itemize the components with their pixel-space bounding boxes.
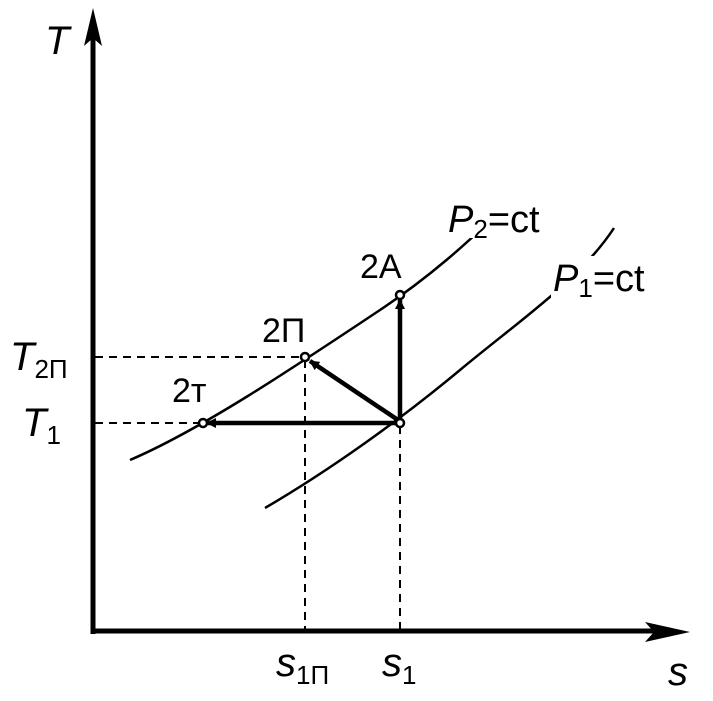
- point-1: [394, 417, 406, 429]
- point-2a: [394, 289, 406, 301]
- p2-label-bg: [446, 196, 558, 238]
- label-p1: P1=ct: [553, 258, 645, 303]
- point-2t: [197, 417, 209, 429]
- tick-t1: T1: [22, 401, 61, 450]
- label-2p: 2П: [262, 312, 305, 350]
- process-arrow-2p: [308, 359, 400, 422]
- isobar-p2: [129, 217, 494, 462]
- label-2a: 2A: [360, 248, 402, 286]
- tick-t2p: T2П: [10, 335, 68, 384]
- tick-s1: s1: [382, 641, 416, 690]
- p1-label-bg: [551, 256, 679, 300]
- x-axis-arrowhead: [645, 622, 690, 642]
- y-axis-arrowhead: [84, 8, 102, 46]
- y-axis-label: T: [45, 19, 72, 63]
- point-2p: [299, 351, 311, 363]
- label-p2: P2=ct: [448, 199, 540, 244]
- tick-s1p: s1П: [276, 641, 329, 690]
- x-axis-label: s: [668, 650, 688, 694]
- label-2t: 2т: [172, 372, 206, 410]
